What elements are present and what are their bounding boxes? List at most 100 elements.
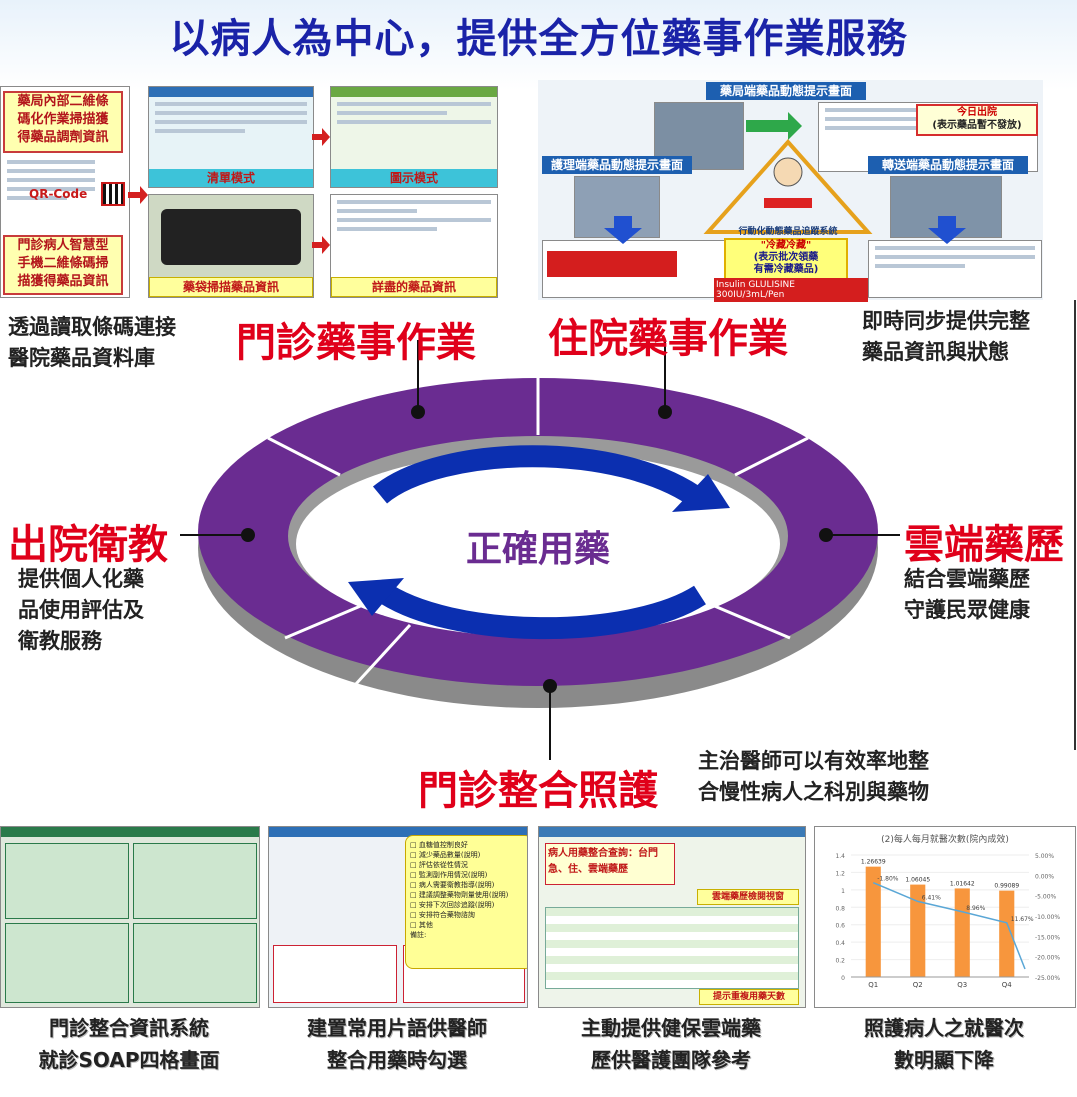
today-line2: (表示藥品暫不發放) [932,120,1022,131]
phrase-item[interactable]: □ 病人需要衛教指導(說明) [410,881,495,889]
top-arrow-icon [372,445,707,509]
phrase-list: □ 血糖值控制良好 □ 減少藥品數量(說明) □ 評估依從性情況 □ 監測副作用情況(… [410,840,527,930]
phrase-item[interactable]: □ 其他 [410,921,433,929]
phrase-screenshot: □ 血糖值控制良好 □ 減少藥品數量(說明) □ 評估依從性情況 □ 監測副作用情況(… [268,826,528,1008]
caption-visits-line1: 照護病人之就醫次 [864,1016,1024,1040]
phrase-item[interactable]: □ 建議調整藥物劑量使用(說明) [410,891,509,899]
outpatient-desc-line2: 醫院藥品資料庫 [8,346,155,370]
inpatient-images: 藥局端藥品動態提示畫面 今日出院 (表示藥品暫不發放) 護理端藥品動態提示畫面 … [538,80,1043,302]
phrase-note: 備註: [410,931,427,939]
pharmacy-qr-box: 藥局內部二維條 碼化作業掃描獲 得藥品調劑資訊 [3,91,123,153]
caption-cloud: 主動提供健保雲端藥 歷供醫護團隊參考 [538,1012,804,1076]
x-tick-label: Q4 [1002,981,1013,989]
integrated-desc-line2: 合慢性病人之科別與藥物 [698,780,929,804]
bag-scan-screenshot: 藥袋掃描藥品資訊 [148,194,314,298]
discharge-desc-line2: 品使用評估及 [18,598,144,622]
phrase-item[interactable]: □ 安排下次回診追蹤(說明) [410,901,495,909]
phrase-item[interactable]: □ 減少藥品數量(說明) [410,851,481,859]
top-arrow-head-icon [672,474,730,512]
phrase-item[interactable]: □ 安排符合藥物諮詢 [410,911,475,919]
cold-storage-box: "冷藏冷藏" (表示批次領藥 有需冷藏藥品) [724,238,848,282]
cloud-note-line2: 急、住、雲端藥歷 [548,864,628,875]
bottom-arrow-head-icon [348,578,404,616]
tracking-triangle [703,138,873,234]
smartphone-qr-box: 門診病人智慧型 手機二維條碼掃 描獲得藥品資訊 [3,235,123,295]
discharge-desc-line1: 提供個人化藥 [18,567,144,591]
outpatient-desc: 透過讀取條碼連接 醫院藥品資料庫 [8,312,176,374]
chart-title: (2)每人每月就醫次數(院內成效) [881,833,1009,845]
flow-arrows-right [604,112,966,244]
list-mode-screenshot: 清單模式 [148,86,314,188]
bar-value-label: 1.06045 [905,877,930,884]
y-tick-label: 1 [841,888,845,895]
integrated-heading: 門診整合照護 [418,768,658,814]
nurse-screen-title: 護理端藥品動態提示畫面 [542,156,692,174]
ring-diagram [180,340,900,760]
insulin-tag: Insulin GLULISINE 300IU/3mL/Pen [714,278,868,302]
transport-screen [868,240,1042,298]
y-tick-label: 0.6 [835,923,845,930]
line-value-label: -1.80% [877,876,899,883]
center-label: 正確用藥 [465,529,610,570]
bag-scan-label: 藥袋掃描藥品資訊 [149,277,313,297]
inpatient-heading: 住院藥事作業 [548,316,788,362]
cold-line2: (表示批次領藥 [753,252,819,263]
y-tick-label: 0.8 [835,905,845,912]
connector-dots [241,405,833,693]
list-mode-label: 清單模式 [149,169,313,187]
cloud-screenshot: 病人用藥整合查詢：台門 急、住、雲端藥歷 雲端藥歷檢閱視窗 提示重複用藥天數 [538,826,806,1008]
cloud-tag2: 提示重複用藥天數 [699,989,799,1005]
bar-value-label: 1.01642 [950,880,975,887]
today-line1: 今日出院 [957,107,997,118]
bar-value-label: 1.26639 [861,859,886,866]
inpatient-desc-line1: 即時同步提供完整 [862,309,1030,333]
qr-code-icon [101,182,125,206]
y-tick-label: 1.4 [835,853,845,860]
box2-line2: 手機二維條碼掃 [17,256,109,271]
cloud-tag1: 雲端藥歷檢閱視窗 [697,889,799,905]
cloud-desc-line1: 結合雲端藥歷 [904,567,1030,591]
y-tick-label: 1.2 [835,870,845,877]
chart-bar [865,866,881,977]
document-lines [1,155,101,205]
integrated-desc: 主治醫師可以有效率地整 合慢性病人之科別與藥物 [698,746,929,808]
chart-bar [910,884,926,977]
bar-value-label: 0.99089 [994,883,1019,890]
line-value-label: 11.67% [1011,916,1034,923]
system-name: 行動化動態藥品追蹤系統 [738,227,838,237]
cloud-note-line1: 病人用藥整合查詢：台門 [548,848,658,859]
discharge-desc: 提供個人化藥 品使用評估及 衛教服務 [18,564,144,657]
caption-phrase-line2: 整合用藥時勾選 [327,1048,467,1072]
trend-line [872,881,1026,970]
y2-tick-label: -20.00% [1035,955,1060,962]
ring-dividers [267,378,809,687]
ring-hole [296,451,780,637]
caption-cloud-line1: 主動提供健保雲端藥 [581,1016,761,1040]
y-tick-label: 0.2 [835,958,845,965]
box2-line3: 描獲得藥品資訊 [17,274,109,289]
cloud-desc-line2: 守護民眾健康 [904,598,1030,622]
prescription-document-image: 藥局內部二維條 碼化作業掃描獲 得藥品調劑資訊 QR-Code 門診病人智慧型 … [0,86,130,298]
cold-line3: 有需冷藏藥品) [753,264,819,275]
outpatient-images: 藥局內部二維條 碼化作業掃描獲 得藥品調劑資訊 QR-Code 門診病人智慧型 … [0,82,508,298]
bottom-arrow-icon [373,580,706,640]
x-tick-label: Q1 [868,981,878,989]
caption-cloud-line2: 歷供醫護團隊參考 [591,1048,751,1072]
y2-tick-label: -15.00% [1035,934,1060,941]
cloud-note: 病人用藥整合查詢：台門 急、住、雲端藥歷 [545,843,675,885]
cold-line1: "冷藏冷藏" [760,240,812,251]
detail-label: 詳盡的藥品資訊 [331,277,497,297]
caption-phrase-line1: 建置常用片語供醫師 [307,1016,487,1040]
x-tick-label: Q2 [913,981,923,989]
caption-visits-line2: 數明顯下降 [894,1048,994,1072]
phrase-item[interactable]: □ 監測副作用情況(說明) [410,871,488,879]
inpatient-desc-line2: 藥品資訊與狀態 [862,340,1009,364]
box1-line2: 碼化作業掃描獲 [17,112,109,127]
phrase-item[interactable]: □ 血糖值控制良好 [410,841,468,849]
phrase-item[interactable]: □ 評估依從性情況 [410,861,468,869]
caption-soap-line2: 就診SOAP四格畫面 [38,1048,220,1072]
right-divider [1074,300,1076,750]
inpatient-desc: 即時同步提供完整 藥品資訊與狀態 [862,306,1030,368]
